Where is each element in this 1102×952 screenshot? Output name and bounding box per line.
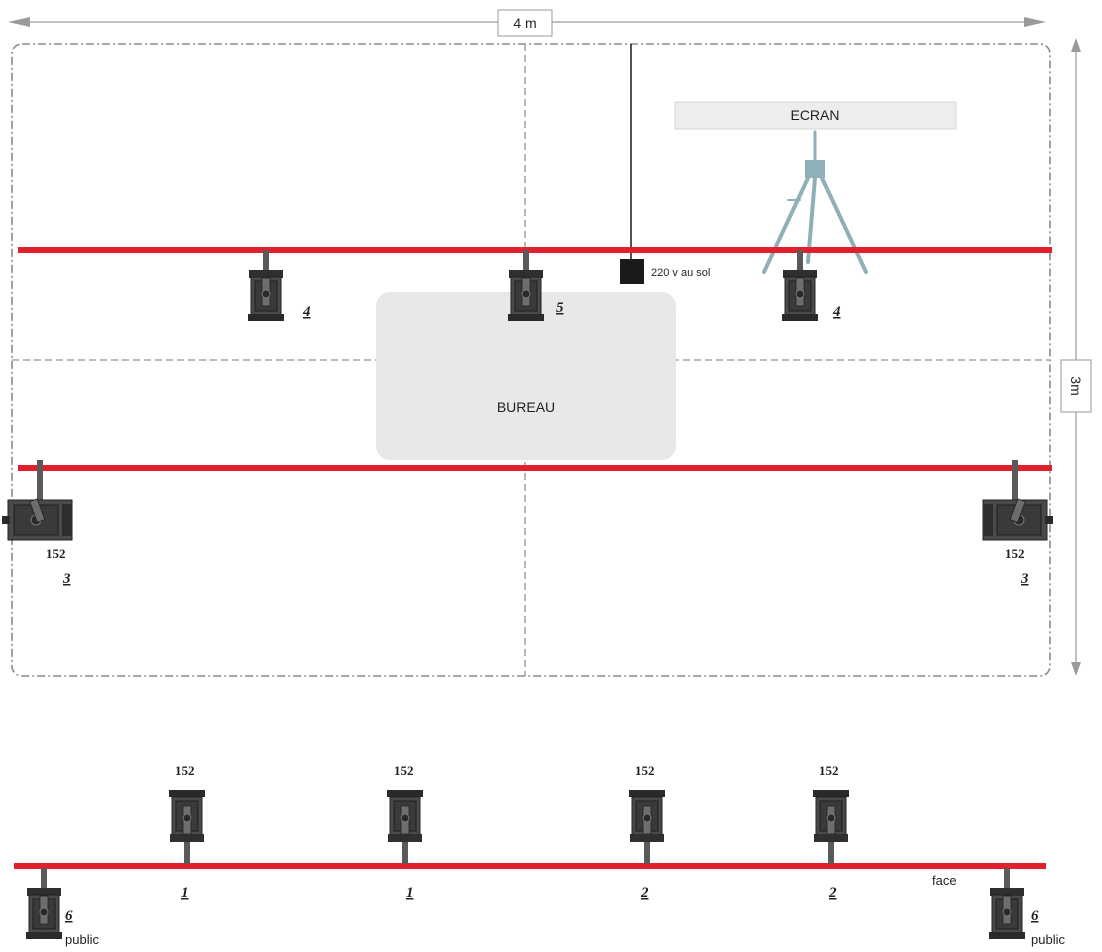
front-fixture-2-model: 152 (394, 763, 414, 778)
top-fixture-2-channel: 5 (556, 300, 564, 316)
front-fixture-3-model: 152 (635, 763, 655, 778)
side-fixture-left[interactable] (1, 459, 73, 541)
front-fixture-2-channel: 1 (406, 885, 414, 901)
height-label: 3m (1068, 376, 1084, 395)
public-label-left: public (65, 932, 99, 947)
side-fixture-left-model: 152 (46, 546, 66, 561)
width-dimension: 4 m (8, 9, 1046, 37)
face-label: face (932, 873, 957, 888)
power-label: 220 v au sol (651, 267, 710, 279)
width-label: 4 m (513, 15, 536, 31)
front-fixture-1-model: 152 (175, 763, 195, 778)
front-fixture-1-channel: 1 (181, 885, 189, 901)
public-fixture-right[interactable] (988, 867, 1026, 940)
top-fixture-3[interactable] (781, 249, 819, 322)
side-fixture-right[interactable] (982, 459, 1054, 541)
side-fixture-right-channel: 3 (1020, 571, 1029, 587)
public-fixture-left-channel: 6 (65, 908, 73, 924)
front-fixture-3-channel: 2 (640, 885, 649, 901)
desk-label: BUREAU (497, 399, 555, 415)
front-fixture-3[interactable] (628, 789, 666, 865)
front-fixture-4[interactable] (812, 789, 850, 865)
power-outlet (620, 259, 644, 284)
public-fixture-left[interactable] (25, 867, 63, 940)
front-fixture-4-channel: 2 (828, 885, 837, 901)
desk (376, 292, 676, 460)
height-dimension: 3m (1060, 38, 1092, 676)
side-fixture-right-model: 152 (1005, 546, 1025, 561)
front-fixture-4-model: 152 (819, 763, 839, 778)
screen-label: ECRAN (790, 107, 839, 123)
front-fixture-2[interactable] (386, 789, 424, 865)
top-fixture-1-channel: 4 (302, 304, 311, 320)
front-fixture-1[interactable] (168, 789, 206, 865)
top-fixture-3-channel: 4 (832, 304, 841, 320)
top-fixture-1[interactable] (247, 249, 285, 322)
side-fixture-left-channel: 3 (62, 571, 71, 587)
top-fixture-2[interactable] (507, 249, 545, 322)
screen: ECRAN (674, 101, 957, 130)
public-fixture-right-channel: 6 (1031, 908, 1039, 924)
public-label-right: public (1031, 932, 1065, 947)
